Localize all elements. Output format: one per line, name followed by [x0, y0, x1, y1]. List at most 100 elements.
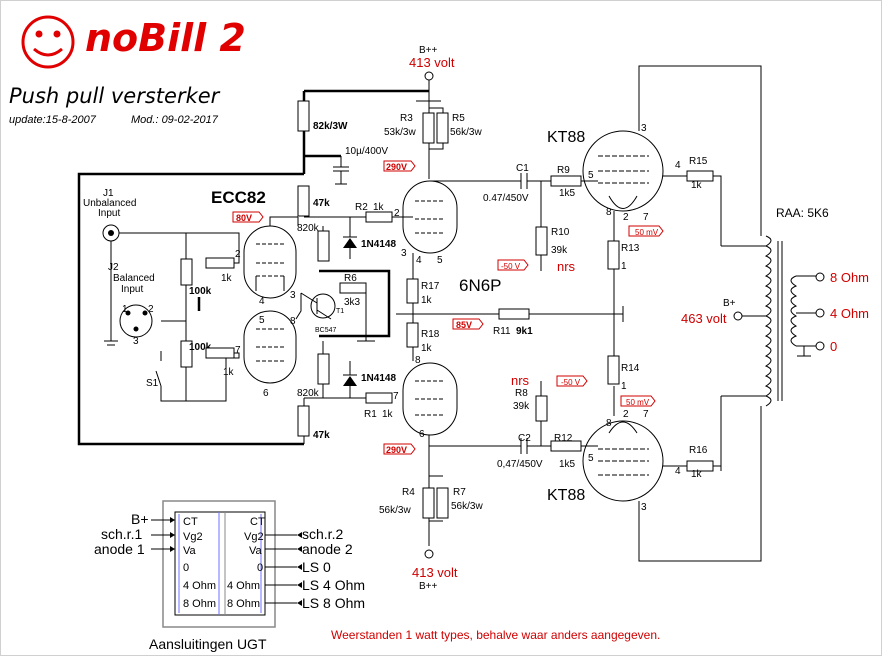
volt-80-tag: 80V: [232, 211, 264, 223]
r1-label: R1: [364, 409, 377, 420]
n6pa-pin5: 5: [437, 255, 443, 266]
r11-resistor: [498, 308, 530, 320]
r-100k-2-value: 100k: [189, 342, 212, 353]
n6p-label: 6N6P: [459, 276, 502, 295]
r15-value: 1k: [691, 180, 703, 191]
r9-resistor: [550, 175, 582, 187]
r16-resistor: [686, 460, 714, 472]
r-100k-1-value: 100k: [189, 286, 212, 297]
ugt-title: Aansluitingen UGT: [149, 636, 267, 652]
r6-label: R6: [344, 273, 357, 284]
j2-desc2: Input: [121, 284, 143, 295]
svg-text:-50 V: -50 V: [561, 378, 581, 387]
j1-desc1: Unbalanced: [83, 198, 136, 209]
ecc82b-pin7: 7: [235, 345, 241, 356]
bc547-label: BC547: [315, 327, 337, 334]
svg-text:50 mV: 50 mV: [635, 228, 659, 237]
diode-top-label: 1N4148: [361, 239, 396, 250]
r2-label: R2: [355, 202, 368, 213]
s1-label: S1: [146, 378, 159, 389]
j1-label: J1: [103, 188, 114, 199]
r-82k-resistor: [297, 100, 310, 132]
r17-value: 1k: [421, 295, 433, 306]
r-47k-bot-resistor: [297, 405, 310, 437]
r13-resistor: [607, 240, 620, 270]
ecc82-triode-top: [243, 216, 299, 299]
out-0-label: 0: [830, 339, 837, 354]
r10-label: R10: [551, 227, 570, 238]
r2-resistor: [365, 211, 393, 223]
c1-value: 0.47/450V: [483, 193, 529, 204]
c1-label: C1: [516, 163, 529, 174]
r-1k-a: [205, 257, 235, 269]
r8-label: R8: [515, 388, 528, 399]
ecc82b-pin6: 6: [263, 388, 269, 399]
bplus-bot-terminal: [424, 549, 434, 559]
svg-text:80V: 80V: [236, 213, 252, 223]
r12-resistor: [550, 440, 582, 452]
kt88a-pin8: 8: [606, 207, 612, 218]
j2-pin1: 1: [122, 304, 128, 315]
diode-bot-label: 1N4148: [361, 373, 396, 384]
n6pb-pin7: 7: [393, 391, 399, 402]
r9-label: R9: [557, 165, 570, 176]
out-4ohm-label: 4 Ohm: [830, 306, 869, 321]
r-820k-top: [317, 230, 330, 262]
r18-label: R18: [421, 329, 440, 340]
volt-290-bot-tag: 290V: [383, 443, 416, 455]
kt88a-pin7: 7: [643, 212, 649, 223]
kt88a-pin3: 3: [641, 123, 647, 134]
j2-xlr-connector: [119, 304, 153, 338]
t1-label: T1: [336, 308, 344, 315]
j1-desc2: Input: [98, 208, 120, 219]
r5-value: 56k/3w: [450, 127, 482, 138]
svg-text:290V: 290V: [386, 162, 407, 172]
ecc82-label: ECC82: [211, 188, 266, 207]
svg-text:-50 V: -50 V: [501, 262, 521, 271]
kt88-top-label: KT88: [547, 129, 585, 146]
svg-text:290V: 290V: [386, 445, 407, 455]
r-82k-value: 82k/3W: [313, 121, 348, 132]
j2-label: J2: [108, 262, 119, 273]
r-47k-top-resistor: [297, 185, 310, 217]
mv50-top-tag: 50 mV: [628, 225, 664, 237]
ugt-left-4ohm: 4 Ohm: [183, 580, 216, 592]
diode-bot: [343, 361, 357, 398]
n6pa-pin4: 4: [416, 255, 422, 266]
c2-value: 0,47/450V: [497, 459, 543, 470]
page-subtitle: Push pull versterker: [9, 84, 221, 108]
smiley-logo: [21, 15, 75, 69]
neg50-bot-tag: -50 V: [556, 375, 588, 387]
input-stage-frame: [77, 172, 304, 446]
n6pa-pin3: 3: [401, 248, 407, 259]
r4-label: R4: [402, 487, 415, 498]
r1-resistor: [365, 392, 393, 404]
r4-resistor: [422, 487, 435, 519]
r15-label: R15: [689, 156, 708, 167]
r18-resistor: [406, 322, 419, 348]
r-820k-bot: [317, 353, 330, 385]
bplus-transformer-label: B+: [723, 298, 736, 309]
r16-label: R16: [689, 445, 708, 456]
r14-label: R14: [621, 363, 640, 374]
r-820k-top-value: 820k: [297, 223, 320, 234]
bplus-top-volt: 413 volt: [409, 55, 455, 70]
r-820k-bot-value: 820k: [297, 388, 320, 399]
raa-label: RAA: 5K6: [776, 206, 829, 220]
j2-desc1: Balanced: [113, 273, 155, 284]
r5-label: R5: [452, 113, 465, 124]
svg-text:50 mV: 50 mV: [626, 398, 650, 407]
r14-value: 1: [621, 381, 627, 392]
ecc82b-pin5: 5: [259, 315, 265, 326]
r3-value: 53k/3w: [384, 127, 416, 138]
out-0-terminal: [815, 341, 825, 351]
kt88b-pin3: 3: [641, 502, 647, 513]
c2-label: C2: [518, 433, 531, 444]
ugt-right-8ohm: 8 Ohm: [227, 598, 260, 610]
out-8ohm-terminal: [815, 272, 825, 282]
bplus-bot-label: B++: [419, 581, 438, 592]
r7-label: R7: [453, 487, 466, 498]
ugt-left-va: Va: [183, 545, 197, 557]
diode-top: [343, 217, 357, 259]
